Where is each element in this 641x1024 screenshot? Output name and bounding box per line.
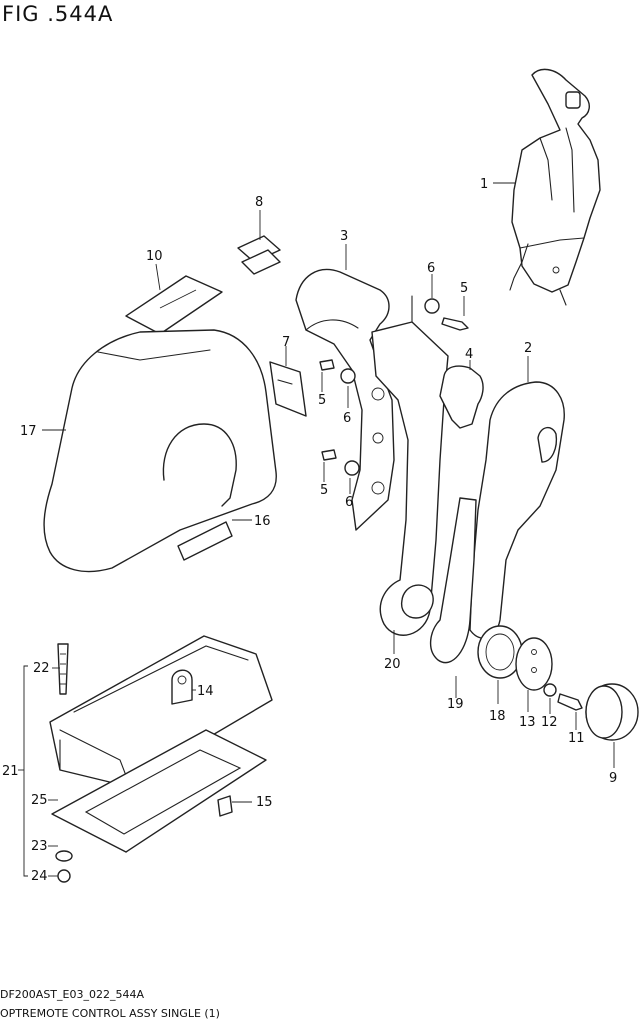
part-7-bracket [269, 361, 307, 417]
callout-5: 5 [320, 483, 328, 498]
callout-13: 13 [519, 715, 536, 730]
callout-1: 1 [480, 177, 488, 192]
part-17-cover [43, 329, 277, 573]
callout-16: 16 [254, 514, 271, 529]
part-8-decal [237, 235, 281, 275]
callout-14: 14 [197, 684, 214, 699]
part-15-clip [217, 795, 233, 817]
callout-17: 17 [20, 424, 37, 439]
callout-23: 23 [31, 839, 48, 854]
callout-6: 6 [343, 411, 351, 426]
figure-description: OPTREMOTE CONTROL ASSY SINGLE (1) [0, 1007, 220, 1020]
callout-7: 7 [282, 335, 290, 350]
callout-19: 19 [447, 697, 464, 712]
part-12-washer [543, 683, 557, 697]
callout-6: 6 [427, 261, 435, 276]
part-14-pulley [171, 669, 193, 705]
part-3-handle-body [295, 268, 395, 531]
callout-12: 12 [541, 715, 558, 730]
part-16-plate [177, 521, 233, 561]
part-20-lever-arm [371, 295, 449, 636]
callout-2: 2 [524, 341, 532, 356]
part-2-body [469, 381, 565, 639]
callout-bracket-21 [23, 665, 28, 877]
part-18-ring [477, 625, 523, 679]
part-13-disc [515, 637, 553, 691]
callout-5: 5 [460, 281, 468, 296]
callout-9: 9 [609, 771, 617, 786]
callout-11: 11 [568, 731, 585, 746]
part-21-base-plate [51, 729, 267, 853]
figure-title: FIG .544A [2, 2, 114, 26]
callout-10: 10 [146, 249, 163, 264]
callout-4: 4 [465, 347, 473, 362]
part-23-washer [55, 850, 73, 862]
part-10-plate [125, 275, 223, 335]
part-6-washer [340, 298, 440, 476]
callout-22: 22 [33, 661, 50, 676]
part-11-screw [557, 693, 583, 711]
callout-5: 5 [318, 393, 326, 408]
part-21-base-housing [49, 635, 273, 787]
part-19-inner-lever [430, 497, 477, 664]
callout-8: 8 [255, 195, 263, 210]
callout-21: 21 [2, 764, 19, 779]
callout-6: 6 [345, 495, 353, 510]
part-5-screw [319, 317, 469, 461]
callout-24: 24 [31, 869, 48, 884]
part-24-nut [57, 869, 71, 883]
part-4-knob [439, 365, 484, 429]
callout-18: 18 [489, 709, 506, 724]
callout-15: 15 [256, 795, 273, 810]
callout-3: 3 [340, 229, 348, 244]
figure-code: DF200AST_E03_022_544A [0, 988, 144, 1001]
callout-25: 25 [31, 793, 48, 808]
callout-20: 20 [384, 657, 401, 672]
part-9-cap [585, 683, 639, 741]
part-1-remote-control-unit [509, 68, 601, 306]
part-22-bolt [57, 643, 69, 695]
